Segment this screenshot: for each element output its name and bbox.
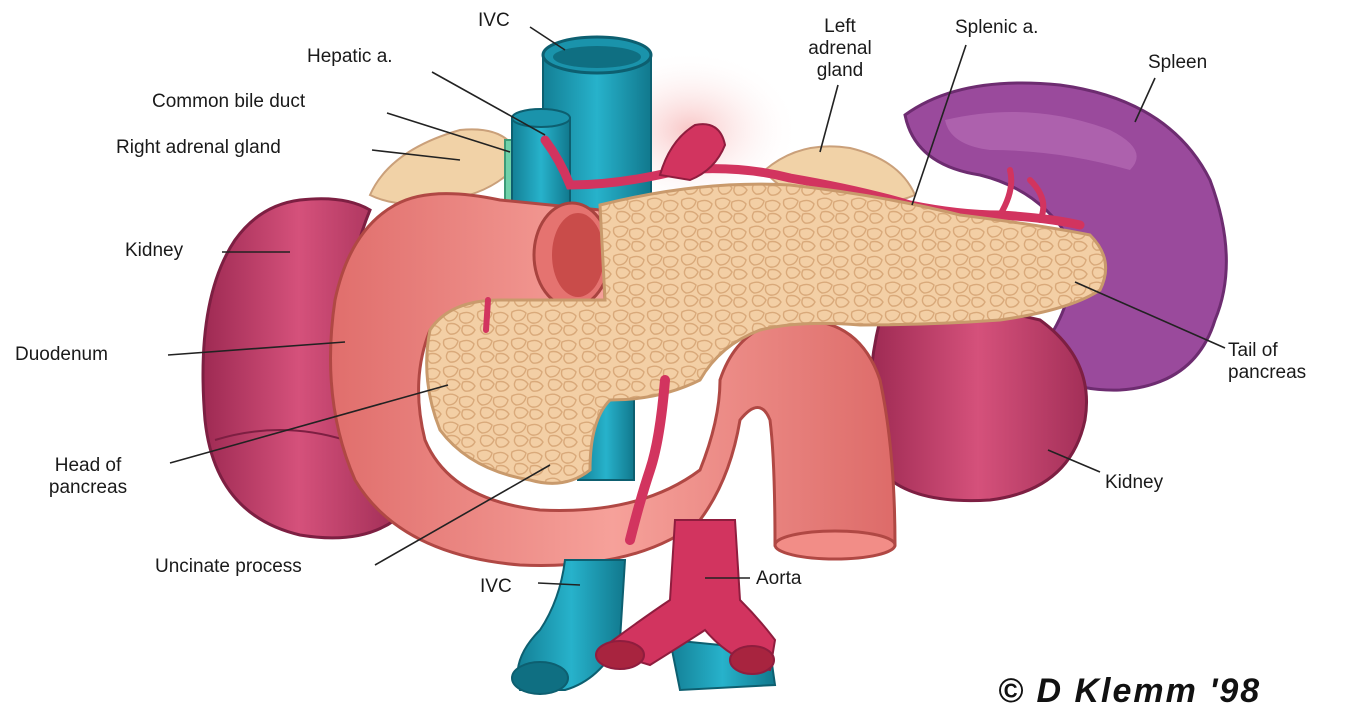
label-spleen: Spleen (1148, 52, 1207, 74)
label-kidney-left: Kidney (125, 240, 183, 262)
label-common-bile-duct: Common bile duct (152, 91, 305, 113)
copyright-text: © D Klemm '98 (998, 672, 1261, 711)
duodenum-lumen (552, 213, 604, 297)
kidney-right (870, 310, 1087, 501)
label-aorta: Aorta (756, 568, 801, 590)
aorta-left-opening (596, 641, 644, 669)
label-uncinate-process: Uncinate process (155, 556, 302, 578)
label-duodenum: Duodenum (15, 344, 108, 366)
label-splenic-a: Splenic a. (955, 17, 1038, 39)
leader-left-adrenal (820, 85, 838, 152)
label-ivc-top: IVC (478, 10, 510, 32)
small-artery (486, 300, 488, 330)
portal-vein-opening (512, 109, 570, 127)
ivc-lower-opening (512, 662, 568, 694)
leader-hepatic-a (432, 72, 545, 135)
aorta-right-opening (730, 646, 774, 674)
label-ivc-bottom: IVC (480, 576, 512, 598)
label-kidney-right: Kidney (1105, 472, 1163, 494)
label-left-adrenal-line-3: gland (790, 60, 890, 82)
label-tail-line-2: pancreas (1228, 362, 1306, 384)
label-left-adrenal-line-2: adrenal (790, 38, 890, 60)
label-tail-of-pancreas: Tail of pancreas (1228, 340, 1306, 384)
label-tail-line-1: Tail of (1228, 340, 1306, 362)
jejunum-opening (775, 531, 895, 559)
ivc-upper-lumen (553, 46, 641, 68)
label-head-line-2: pancreas (28, 477, 148, 499)
label-left-adrenal-gland: Left adrenal gland (790, 16, 890, 82)
label-head-of-pancreas: Head of pancreas (28, 455, 148, 499)
label-head-line-1: Head of (28, 455, 148, 477)
label-right-adrenal-gland: Right adrenal gland (116, 137, 281, 159)
label-left-adrenal-line-1: Left (790, 16, 890, 38)
label-hepatic-a: Hepatic a. (307, 46, 393, 68)
